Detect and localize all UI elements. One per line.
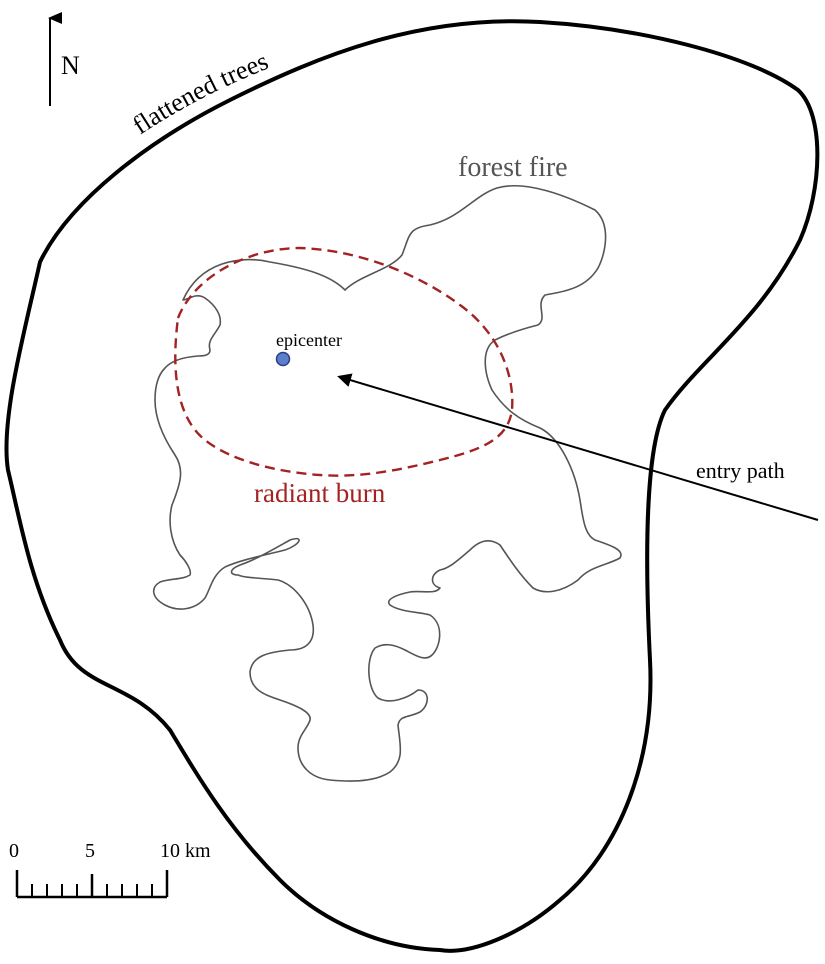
radiant-burn-boundary xyxy=(174,246,514,477)
forest-fire-boundary xyxy=(152,184,622,782)
entry-path-arrow xyxy=(337,373,819,521)
flattened-trees-label: flattened trees xyxy=(127,46,272,140)
north-label: N xyxy=(61,51,80,80)
scale-bar: 0 5 10 km xyxy=(9,840,211,899)
epicenter-label: epicenter xyxy=(276,330,342,350)
scale-tick-10: 10 km xyxy=(160,840,211,862)
scale-tick-5: 5 xyxy=(85,840,95,862)
radiant-burn-label: radiant burn xyxy=(254,478,386,508)
forest-fire-label: forest fire xyxy=(458,152,568,183)
entry-path-label: entry path xyxy=(696,458,785,483)
flattened-trees-text: flattened trees xyxy=(127,46,272,140)
epicenter-marker xyxy=(275,351,291,367)
scale-tick-0: 0 xyxy=(9,840,19,862)
flattened-trees-boundary xyxy=(4,19,820,953)
